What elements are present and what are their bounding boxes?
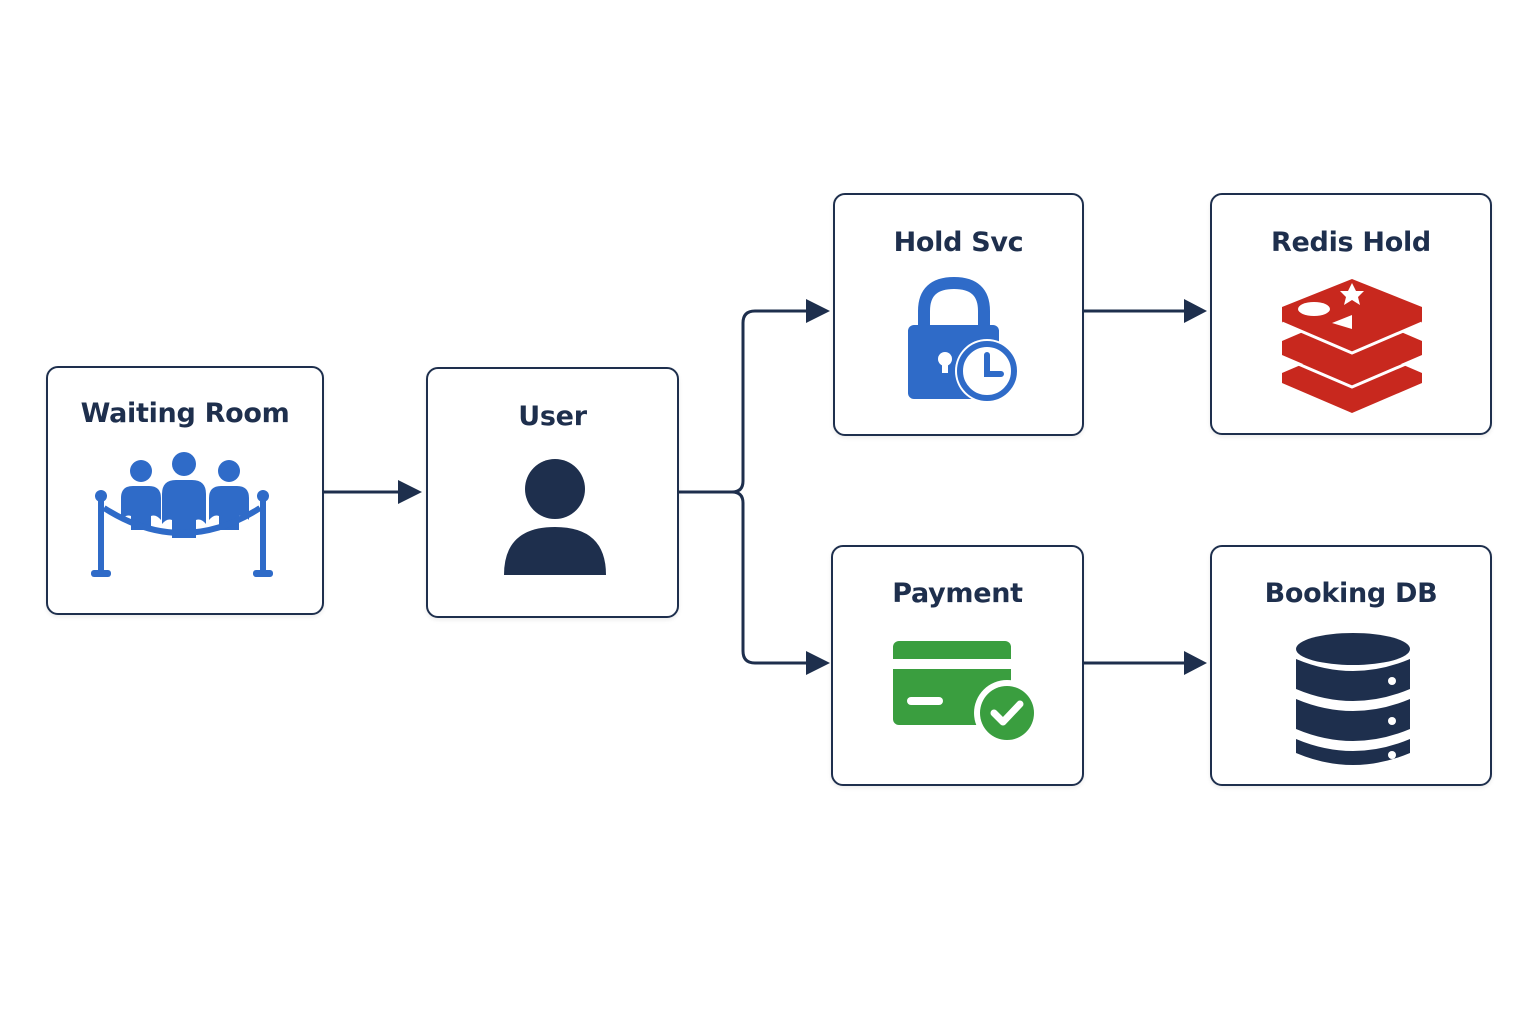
node-label-booking-db: Booking DB	[1264, 578, 1438, 609]
edge-user-to-hold-svc	[679, 309, 806, 494]
arrowhead-payment	[806, 651, 830, 675]
node-label-payment: Payment	[892, 578, 1023, 609]
credit-card-check-icon	[893, 641, 1040, 746]
node-booking-db[interactable]: Booking DB	[1210, 545, 1492, 786]
database-icon	[1296, 633, 1410, 765]
node-payment[interactable]: Payment	[831, 545, 1084, 786]
arrowhead-hold-svc	[806, 299, 830, 323]
node-waiting-room[interactable]: Waiting Room	[46, 366, 324, 615]
arrowhead-redis-hold	[1184, 299, 1207, 323]
edge-user-to-payment	[731, 490, 806, 665]
node-label-waiting-room: Waiting Room	[80, 398, 290, 429]
node-label-hold-svc: Hold Svc	[893, 227, 1024, 258]
padlock-clock-icon	[908, 277, 1019, 403]
node-hold-svc[interactable]: Hold Svc	[833, 193, 1084, 436]
node-label-redis-hold: Redis Hold	[1271, 227, 1431, 258]
node-user[interactable]: User	[426, 367, 679, 618]
crowd-queue-icon	[91, 452, 273, 577]
arrowhead-booking-db	[1184, 651, 1207, 675]
node-label-user: User	[518, 401, 587, 432]
arrowhead-user	[398, 480, 422, 504]
node-redis-hold[interactable]: Redis Hold	[1210, 193, 1492, 435]
user-icon	[504, 459, 606, 575]
redis-icon	[1281, 279, 1423, 413]
